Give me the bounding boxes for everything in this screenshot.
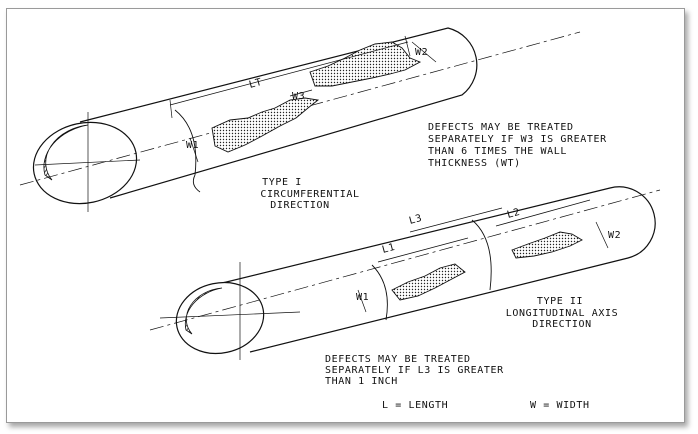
- type2-dim-w2: W2: [608, 230, 621, 241]
- legend-length: L = LENGTH: [382, 400, 448, 411]
- type1-line-2: DIRECTION: [270, 200, 330, 211]
- type2-dim-l3: L3: [408, 213, 424, 227]
- type2-note: DEFECTS MAY BE TREATED SEPARATELY IF L3 …: [325, 354, 504, 387]
- type1-note-line-4: THICKNESS (WT): [428, 158, 521, 169]
- type2-note-line-2: SEPARATELY IF L3 IS GREATER: [325, 365, 504, 376]
- type1-dim-w1: W1: [186, 140, 199, 151]
- type2-dim-l1: L1: [381, 242, 397, 256]
- type2-line-2: DIRECTION: [532, 319, 592, 330]
- type1-note-line-3: THAN 6 TIMES THE WALL: [428, 146, 567, 157]
- type2-title: TYPE II: [537, 296, 583, 307]
- pipe-type-1: [19, 27, 581, 212]
- type1-dim-lt: LT: [248, 77, 264, 91]
- type1-title: TYPE I: [262, 177, 302, 188]
- type1-note: DEFECTS MAY BE TREATED SEPARATELY IF W3 …: [428, 122, 607, 169]
- type1-dim-w3: W3: [292, 91, 305, 102]
- type2-dim-l2: L2: [506, 207, 522, 221]
- legend: L = LENGTH W = WIDTH: [382, 400, 590, 411]
- type2-line-1: LONGITUDINAL AXIS: [506, 308, 619, 319]
- pipe-type-2: [149, 186, 661, 360]
- type1-note-line-1: DEFECTS MAY BE TREATED: [428, 122, 574, 133]
- type2-dim-w1: W1: [356, 292, 369, 303]
- type2-caption: TYPE II LONGITUDINAL AXIS DIRECTION: [506, 296, 619, 330]
- type2-note-line-1: DEFECTS MAY BE TREATED: [325, 354, 471, 365]
- type1-line-1: CIRCUMFERENTIAL: [260, 189, 359, 200]
- type1-note-line-2: SEPARATELY IF W3 IS GREATER: [428, 134, 607, 145]
- type1-caption: TYPE I CIRCUMFERENTIAL DIRECTION: [260, 177, 359, 211]
- type2-note-line-3: THAN 1 INCH: [325, 376, 398, 387]
- type1-dim-w2: W2: [415, 47, 428, 58]
- legend-width: W = WIDTH: [530, 400, 590, 411]
